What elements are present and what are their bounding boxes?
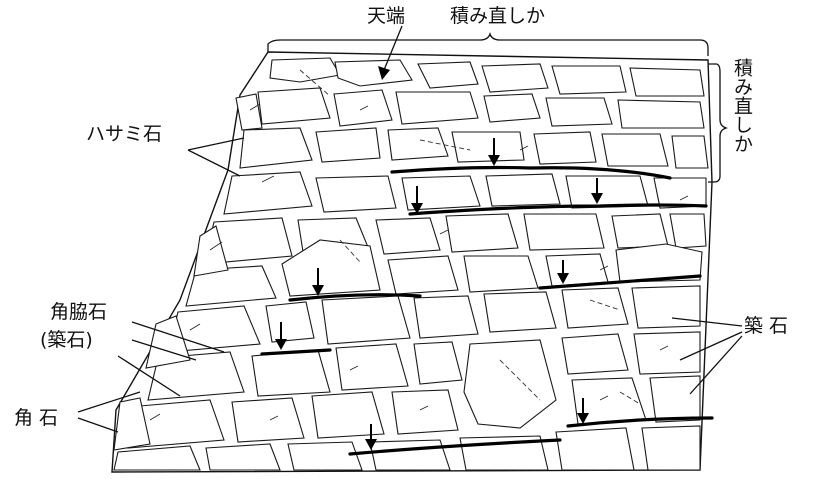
label-top-edge: 天端 xyxy=(367,5,405,27)
down-arrow-icon xyxy=(411,186,423,214)
label-sumiwaki-ishi: 角脇石 xyxy=(50,301,107,323)
seam-second xyxy=(408,203,708,216)
down-arrow-icon xyxy=(275,322,287,350)
label-sumiwaki-paren: (築石) xyxy=(40,329,93,351)
label-chiku-ishi: 築 石 xyxy=(744,315,788,337)
seam-middle xyxy=(288,293,422,302)
label-rebuilt-top: 積み直しか xyxy=(450,5,545,27)
seam-upper xyxy=(390,165,672,180)
down-arrow-icon xyxy=(557,260,569,284)
rebuilt-top-bracket xyxy=(267,31,709,56)
wall-outline xyxy=(111,51,713,473)
seam-lower-right xyxy=(566,416,714,428)
wall-stones xyxy=(113,57,709,471)
rebuilt-side-bracket xyxy=(708,63,729,183)
down-arrow-icon xyxy=(591,178,603,204)
down-arrow-icon xyxy=(312,268,324,296)
label-hasami-ishi: ハサミ石 xyxy=(86,123,162,145)
leader-lines xyxy=(77,25,743,433)
seam-middle-right xyxy=(538,274,702,290)
label-sumi-ishi: 角 石 xyxy=(14,407,58,429)
down-arrow-icon xyxy=(577,398,589,424)
seam-lower-left xyxy=(260,348,332,356)
label-rebuilt-side: 積み直しか xyxy=(731,58,753,153)
seam-lines xyxy=(260,165,714,456)
seam-arrows xyxy=(275,138,603,450)
down-arrow-icon xyxy=(365,424,377,450)
stone-dashed-lines xyxy=(299,69,641,405)
stone-hatching xyxy=(149,103,689,421)
down-arrow-icon xyxy=(488,138,500,166)
seam-bottom xyxy=(348,438,562,456)
